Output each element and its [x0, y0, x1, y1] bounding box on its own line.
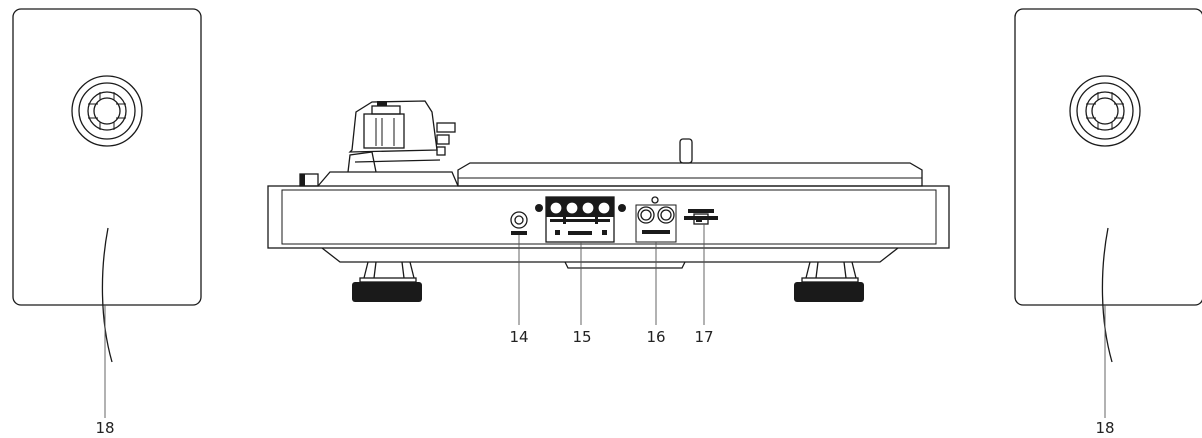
turntable	[267, 100, 950, 302]
plinth	[267, 185, 950, 249]
left-speaker-cable	[101, 227, 113, 363]
right-speaker-driver	[1069, 75, 1141, 147]
plinth-base	[321, 247, 899, 263]
left-speaker	[12, 8, 202, 363]
spindle	[679, 138, 693, 164]
callout-14: 14	[509, 328, 528, 346]
speaker-terminals	[535, 196, 626, 243]
callout-18-left: 18	[95, 419, 114, 437]
callout-17: 17	[694, 328, 713, 346]
right-foot	[794, 261, 864, 302]
right-speaker-cable	[1101, 227, 1113, 363]
selector-switch	[684, 209, 718, 225]
left-foot	[352, 261, 422, 302]
tonearm	[299, 100, 459, 187]
callout-18-right: 18	[1095, 419, 1114, 437]
rca-outputs	[635, 196, 677, 243]
left-speaker-driver	[71, 75, 143, 147]
headphone-jack	[510, 211, 528, 235]
right-speaker	[1014, 8, 1202, 363]
dust-cover	[457, 162, 923, 187]
callout-15: 15	[572, 328, 591, 346]
callout-16: 16	[646, 328, 665, 346]
